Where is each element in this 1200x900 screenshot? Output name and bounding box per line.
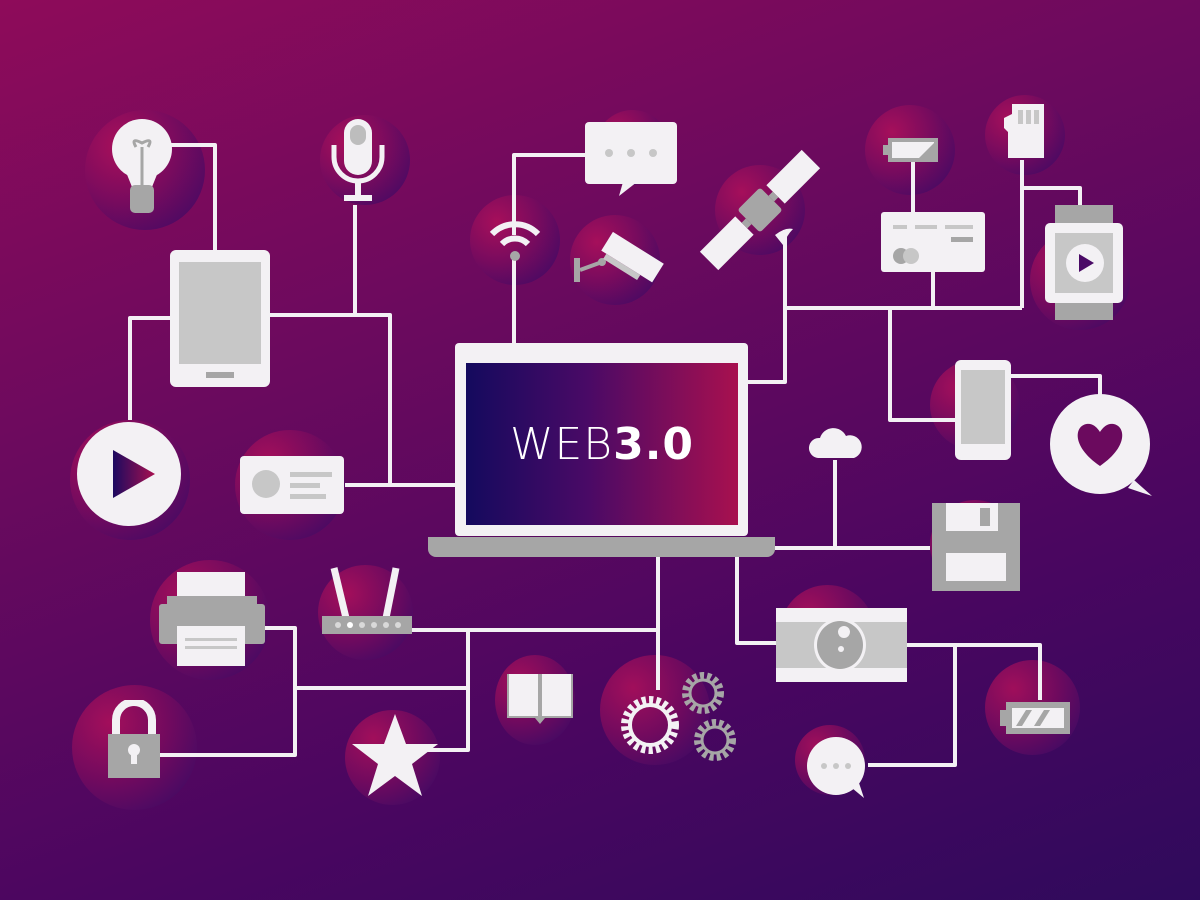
heart-bubble-icon[interactable] <box>1048 392 1160 500</box>
sd-card-icon <box>1004 104 1044 158</box>
security-camera-icon <box>574 231 664 283</box>
smartphone-icon <box>955 360 1011 460</box>
tablet-icon <box>170 250 270 387</box>
star-icon[interactable] <box>350 712 440 797</box>
floppy-disk-icon <box>932 503 1020 591</box>
book-icon <box>507 674 573 724</box>
lightbulb-icon <box>112 119 172 213</box>
cloud-icon <box>808 428 862 458</box>
credit-card-icon <box>881 212 985 272</box>
satellite-icon <box>699 149 821 271</box>
camera-icon <box>776 608 907 682</box>
microphone-icon <box>331 119 385 201</box>
chat-bubble-icon <box>585 122 677 196</box>
web3-title: WEB3.0 <box>509 418 695 470</box>
gears-icon[interactable] <box>620 665 740 765</box>
full-battery-icon <box>1000 702 1070 734</box>
wifi-icon <box>489 221 541 261</box>
play-button-icon[interactable] <box>75 420 183 528</box>
padlock-icon <box>108 700 160 778</box>
router-icon <box>322 567 412 634</box>
laptop-base <box>428 537 775 557</box>
battery-icon <box>883 138 938 162</box>
message-bubble-icon <box>807 737 865 798</box>
printer-icon <box>159 572 265 666</box>
smartwatch-icon <box>1045 205 1123 320</box>
id-card-icon <box>240 456 344 514</box>
laptop-screen: WEB3.0 <box>466 363 738 525</box>
